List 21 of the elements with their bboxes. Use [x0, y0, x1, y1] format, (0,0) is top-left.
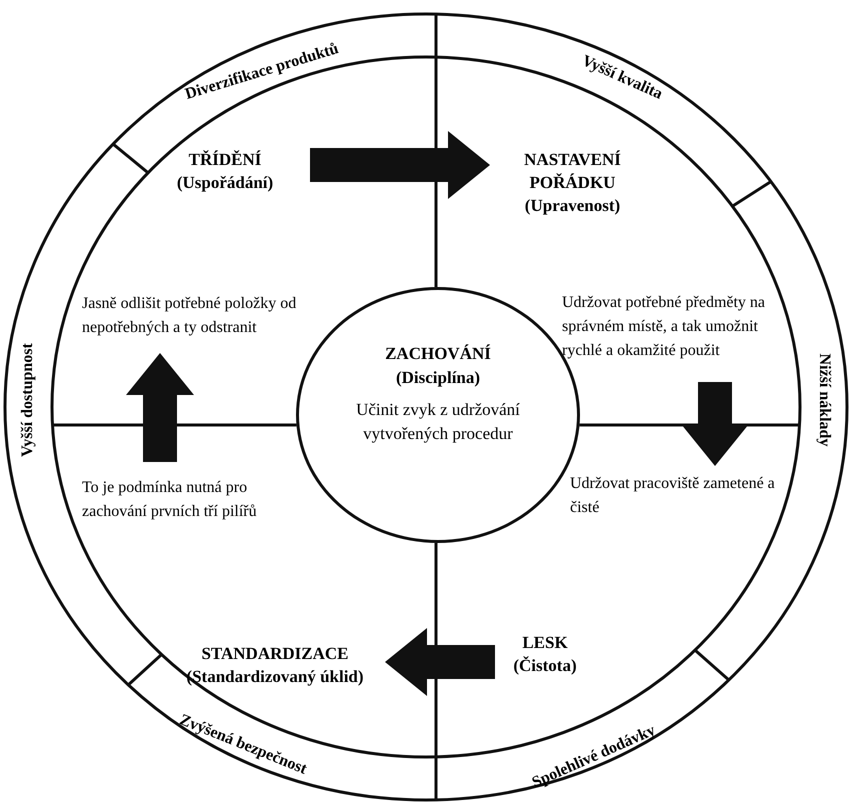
block-arrow — [126, 353, 194, 462]
pillar-title: NASTAVENÍ POŘÁDKU — [523, 149, 622, 194]
pillar-title: (Disciplína) — [396, 367, 480, 389]
ring-label: Nižší náklady — [816, 354, 832, 446]
block-arrow — [385, 628, 495, 696]
pillar-description: To je podmínka nutná pro zachování prvních tří pilířů — [82, 478, 258, 522]
pillar-description: Učinit zvyk z udržování vytvořených procedur — [355, 399, 521, 445]
ring-label: Vyšší dostupnost — [20, 343, 36, 457]
pillar-title: (Uspořádání) — [176, 172, 274, 194]
pillar-description: Jasně odlišit potřebné položky od nepotřebných a ty odstranit — [82, 294, 298, 338]
pillar-description: Udržovat potřebné předměty na správném místě, a tak umožnit rychlé a okamžité použit — [562, 293, 766, 361]
block-arrow — [310, 131, 490, 199]
pillar-title: LESK — [522, 632, 568, 654]
pillar-title: TŘÍDĚNÍ — [188, 149, 262, 171]
block-arrow — [681, 382, 749, 466]
pillar-title: (Upravenost) — [524, 195, 620, 217]
pillar-title: (Čistota) — [513, 655, 577, 677]
pillar-title: STANDARDIZACE — [201, 643, 349, 665]
pillar-title: ZACHOVÁNÍ — [385, 343, 491, 365]
pillar-description: Udržovat pracoviště zametené a čisté — [570, 474, 776, 518]
pillar-title: (Standardizovaný úklid) — [186, 666, 364, 688]
